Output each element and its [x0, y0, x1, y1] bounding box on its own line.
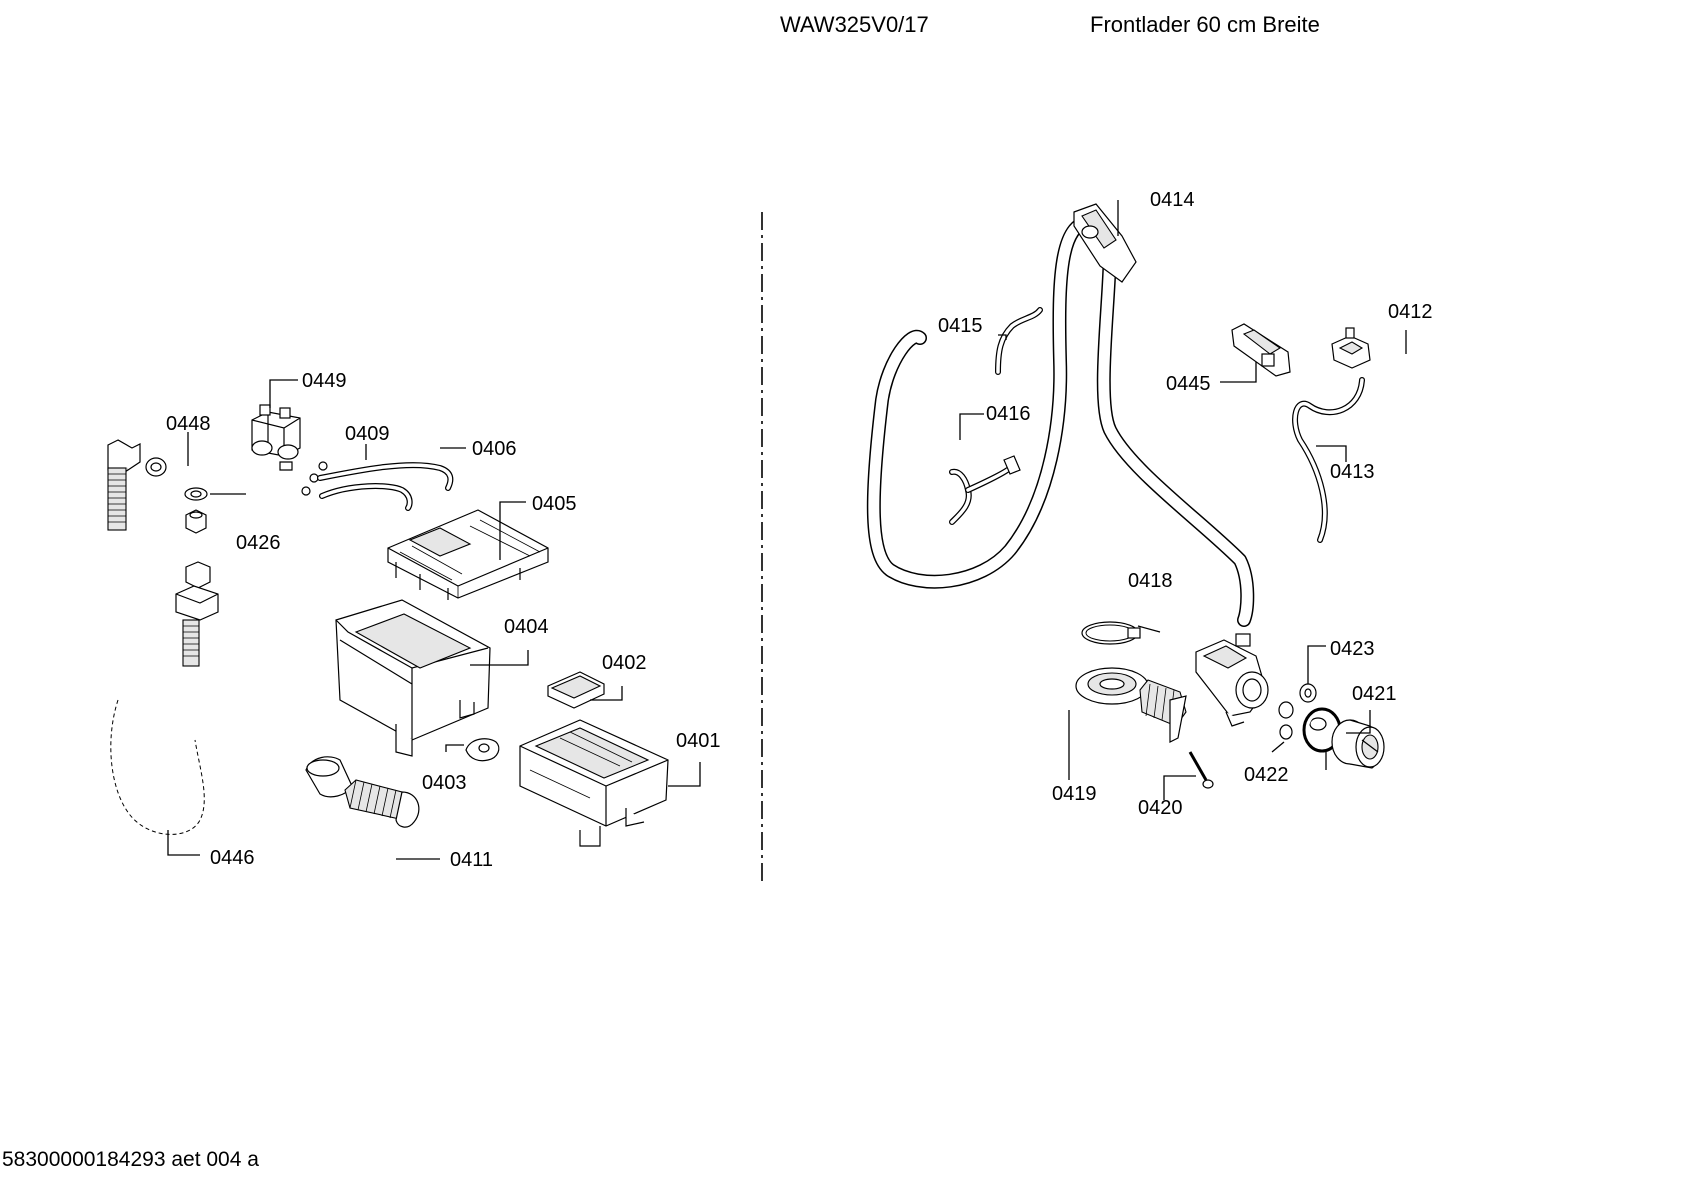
model-number: WAW325V0/17 [780, 12, 929, 37]
callout-0406: 0406 [472, 438, 517, 460]
part-0403-clip[interactable] [465, 738, 500, 762]
part-0412-pressure-switch[interactable] [1331, 327, 1371, 369]
part-0411-bellows-hose[interactable] [305, 756, 420, 828]
part-drain-pump[interactable] [1195, 633, 1269, 727]
callout-0421: 0421 [1352, 683, 1397, 705]
part-0419-pump-housing[interactable] [1075, 667, 1187, 743]
part-0405-dispenser-top[interactable] [387, 509, 549, 600]
part-0413-pressure-hose[interactable] [1292, 377, 1365, 543]
callout-0402: 0402 [602, 652, 647, 674]
part-0415-small-hose[interactable] [995, 307, 1043, 375]
part-0416-y-piece[interactable] [949, 455, 1021, 525]
callout-0446: 0446 [210, 847, 255, 869]
part-0404-dispenser-housing[interactable] [335, 599, 491, 757]
callout-0449: 0449 [302, 370, 347, 392]
callout-0412: 0412 [1388, 301, 1433, 323]
washer-ring-0448[interactable] [145, 457, 167, 477]
callout-0448: 0448 [166, 413, 211, 435]
callout-0404: 0404 [504, 616, 549, 638]
part-0449-valve[interactable] [251, 404, 301, 471]
model-description: Frontlader 60 cm Breite [1090, 12, 1320, 37]
part-0406-hoses[interactable] [317, 462, 454, 511]
part-0402-siphon-cap[interactable] [547, 671, 605, 709]
part-inlet-hose-lower[interactable] [175, 561, 219, 667]
document-number: 58300000184293 aet 004 a [2, 1148, 259, 1171]
callout-0411: 0411 [450, 849, 493, 871]
callout-0403: 0403 [422, 772, 467, 794]
part-0426-gasket[interactable] [184, 487, 208, 534]
callout-0445: 0445 [1166, 373, 1211, 395]
callout-0401: 0401 [676, 730, 721, 752]
part-0420-screw[interactable] [1188, 751, 1214, 789]
part-0421-pump-filter[interactable] [1331, 719, 1385, 769]
callout-0426: 0426 [236, 532, 281, 554]
callout-0420: 0420 [1138, 797, 1183, 819]
part-0418-hose-clamp[interactable] [1081, 621, 1141, 645]
part-0446-hose-outline[interactable] [110, 699, 205, 835]
callout-0419: 0419 [1052, 783, 1097, 805]
callout-0422: 0422 [1244, 764, 1289, 786]
part-0448-inlet-hose[interactable] [107, 439, 141, 531]
part-0401-dispenser-base[interactable] [519, 719, 669, 847]
callout-0405: 0405 [532, 493, 577, 515]
part-0422-small-parts[interactable] [1278, 701, 1327, 740]
part-0414-drain-hose[interactable] [866, 203, 1255, 627]
part-0423-seal[interactable] [1299, 683, 1317, 703]
callout-0416: 0416 [986, 403, 1031, 425]
part-0445-bracket[interactable] [1231, 323, 1291, 377]
callout-0415: 0415 [938, 315, 983, 337]
callout-0409: 0409 [345, 423, 390, 445]
callout-0418: 0418 [1128, 570, 1173, 592]
callout-0423: 0423 [1330, 638, 1375, 660]
callout-0413: 0413 [1330, 461, 1375, 483]
callout-0414: 0414 [1150, 189, 1195, 211]
